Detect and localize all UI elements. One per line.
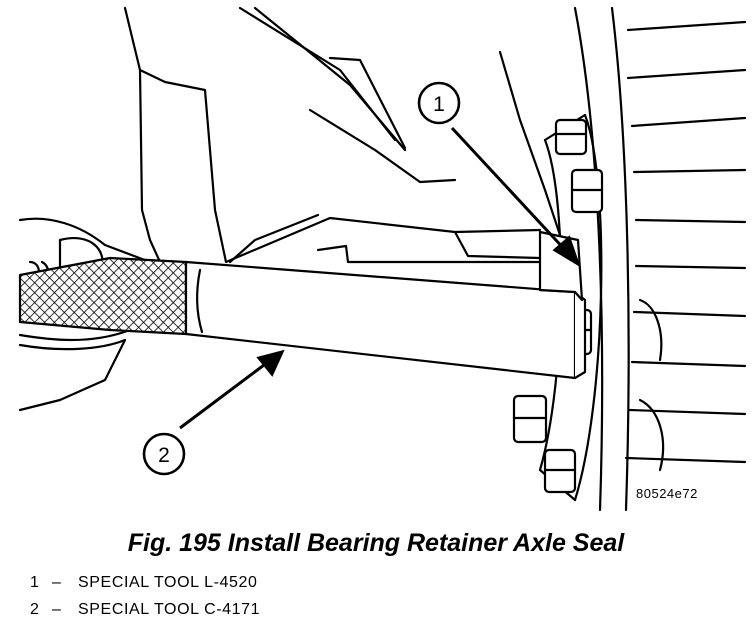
legend-text: SPECIAL TOOL C-4171 [78,601,261,618]
figure-caption: Fig. 195 Install Bearing Retainer Axle S… [127,529,625,557]
callout-1: 1 [417,81,461,125]
legend-item: 2–SPECIAL TOOL C-4171 [30,596,260,623]
figure-id: 80524e72 [636,486,698,501]
leader-line-2 [179,360,269,430]
arrowhead-2 [256,349,285,377]
callout-2: 2 [142,432,186,476]
legend: 1–SPECIAL TOOL L-4520 2–SPECIAL TOOL C-4… [30,569,260,623]
arrowhead-1 [552,235,581,268]
callout-1-label: 1 [433,93,445,116]
legend-number: 1 [30,574,40,591]
legend-separator: – [52,574,62,591]
leader-line-1 [450,126,569,254]
tool-l4520-installer [538,230,584,302]
legend-number: 2 [30,601,40,618]
brake-drum [573,6,747,512]
axle-seal-illustration: 1 2 [18,6,747,512]
leader-arrows [179,126,581,430]
tool-c4171-grip [18,256,188,336]
tool-c4171-shaft [184,260,587,380]
legend-separator: – [52,601,62,618]
legend-item: 1–SPECIAL TOOL L-4520 [30,569,260,596]
callout-2-label: 2 [158,444,170,467]
legend-text: SPECIAL TOOL L-4520 [78,574,258,591]
axle-housing [123,6,562,264]
